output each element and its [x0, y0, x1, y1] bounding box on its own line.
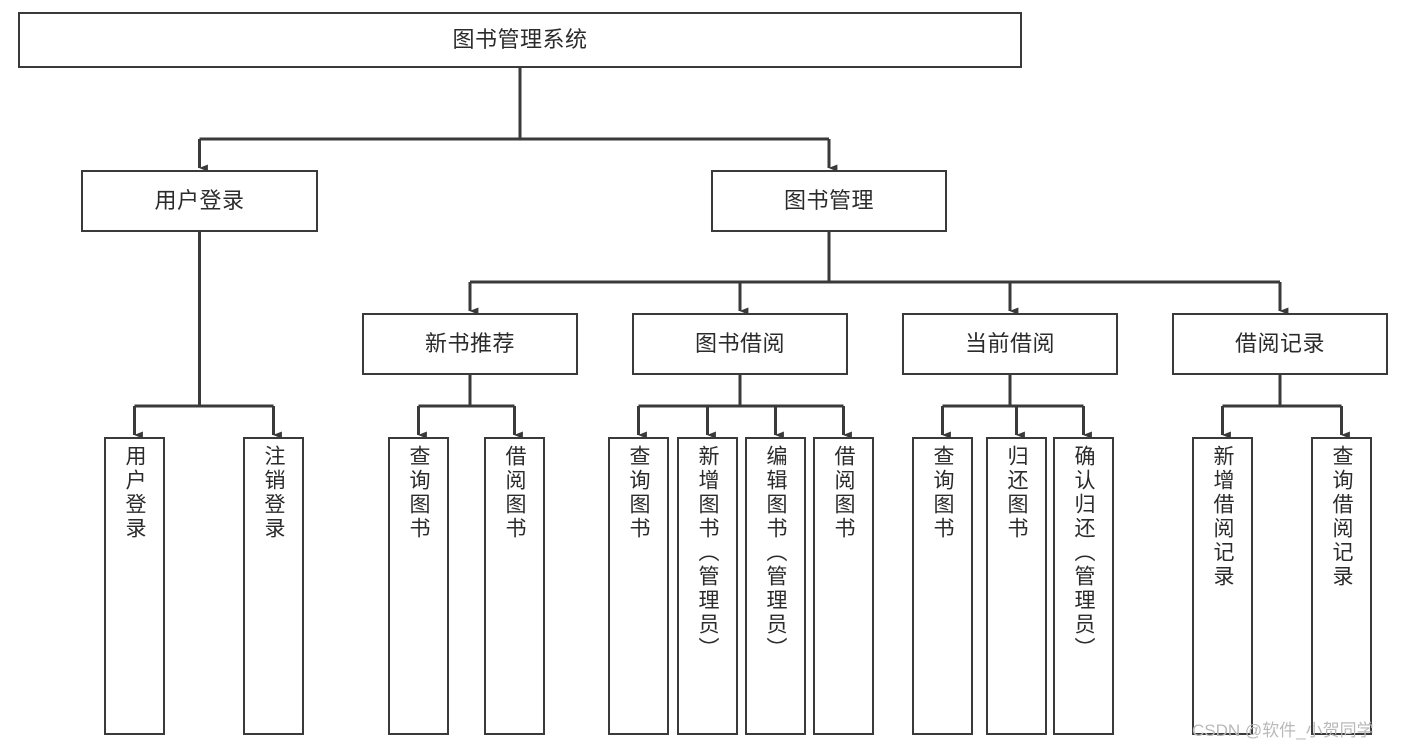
leaf-add-borrowing-record[interactable]: 新增借阅记录 [1192, 437, 1253, 735]
leaf-return-book[interactable]: 归还图书 [986, 437, 1047, 735]
node-label: 借阅图书 [832, 445, 855, 541]
node-label: 注销登录 [262, 445, 285, 541]
leaf-logout[interactable]: 注销登录 [243, 437, 304, 735]
node-label: 图书管理系统 [452, 27, 588, 53]
leaf-edit-book-admin[interactable]: 编辑图书（管理员） [745, 437, 806, 735]
csdn-watermark: CSDN @软件_小贺同学 [1192, 721, 1374, 740]
leaf-confirm-return-admin[interactable]: 确认归还（管理员） [1053, 437, 1114, 735]
node-label: 新增借阅记录 [1211, 445, 1234, 589]
node-user-login[interactable]: 用户登录 [81, 170, 318, 232]
node-label: 用户登录 [123, 445, 146, 541]
leaf-query-book-recommendation[interactable]: 查询图书 [388, 437, 449, 735]
node-label: 编辑图书（管理员） [764, 445, 787, 661]
node-new-book-recommendation[interactable]: 新书推荐 [362, 313, 578, 375]
node-label: 用户登录 [154, 188, 245, 214]
node-current-borrowing[interactable]: 当前借阅 [902, 313, 1118, 375]
leaf-query-book-borrowing[interactable]: 查询图书 [608, 437, 669, 735]
node-book-borrowing[interactable]: 图书借阅 [632, 313, 848, 375]
leaf-borrow-book-recommendation[interactable]: 借阅图书 [484, 437, 545, 735]
node-label: 新增图书（管理员） [696, 445, 719, 661]
node-book-management[interactable]: 图书管理 [711, 170, 947, 232]
node-label: 图书管理 [783, 188, 874, 214]
node-label: 查询图书 [407, 445, 430, 541]
node-borrowing-record[interactable]: 借阅记录 [1172, 313, 1388, 375]
leaf-user-login[interactable]: 用户登录 [104, 437, 165, 735]
node-label: 查询借阅记录 [1330, 445, 1353, 589]
node-label: 借阅记录 [1234, 331, 1325, 357]
leaf-add-book-admin[interactable]: 新增图书（管理员） [677, 437, 738, 735]
node-label: 新书推荐 [424, 331, 515, 357]
node-label: 当前借阅 [964, 331, 1055, 357]
node-label: 归还图书 [1005, 445, 1028, 541]
node-label: 借阅图书 [503, 445, 526, 541]
node-label: 查询图书 [931, 445, 954, 541]
node-root-book-management-system[interactable]: 图书管理系统 [18, 12, 1022, 68]
node-label: 确认归还（管理员） [1072, 445, 1095, 661]
leaf-query-book-current[interactable]: 查询图书 [912, 437, 973, 735]
leaf-query-borrowing-record[interactable]: 查询借阅记录 [1311, 437, 1372, 735]
node-label: 查询图书 [627, 445, 650, 541]
leaf-borrow-book-borrowing[interactable]: 借阅图书 [813, 437, 874, 735]
node-label: 图书借阅 [694, 331, 785, 357]
